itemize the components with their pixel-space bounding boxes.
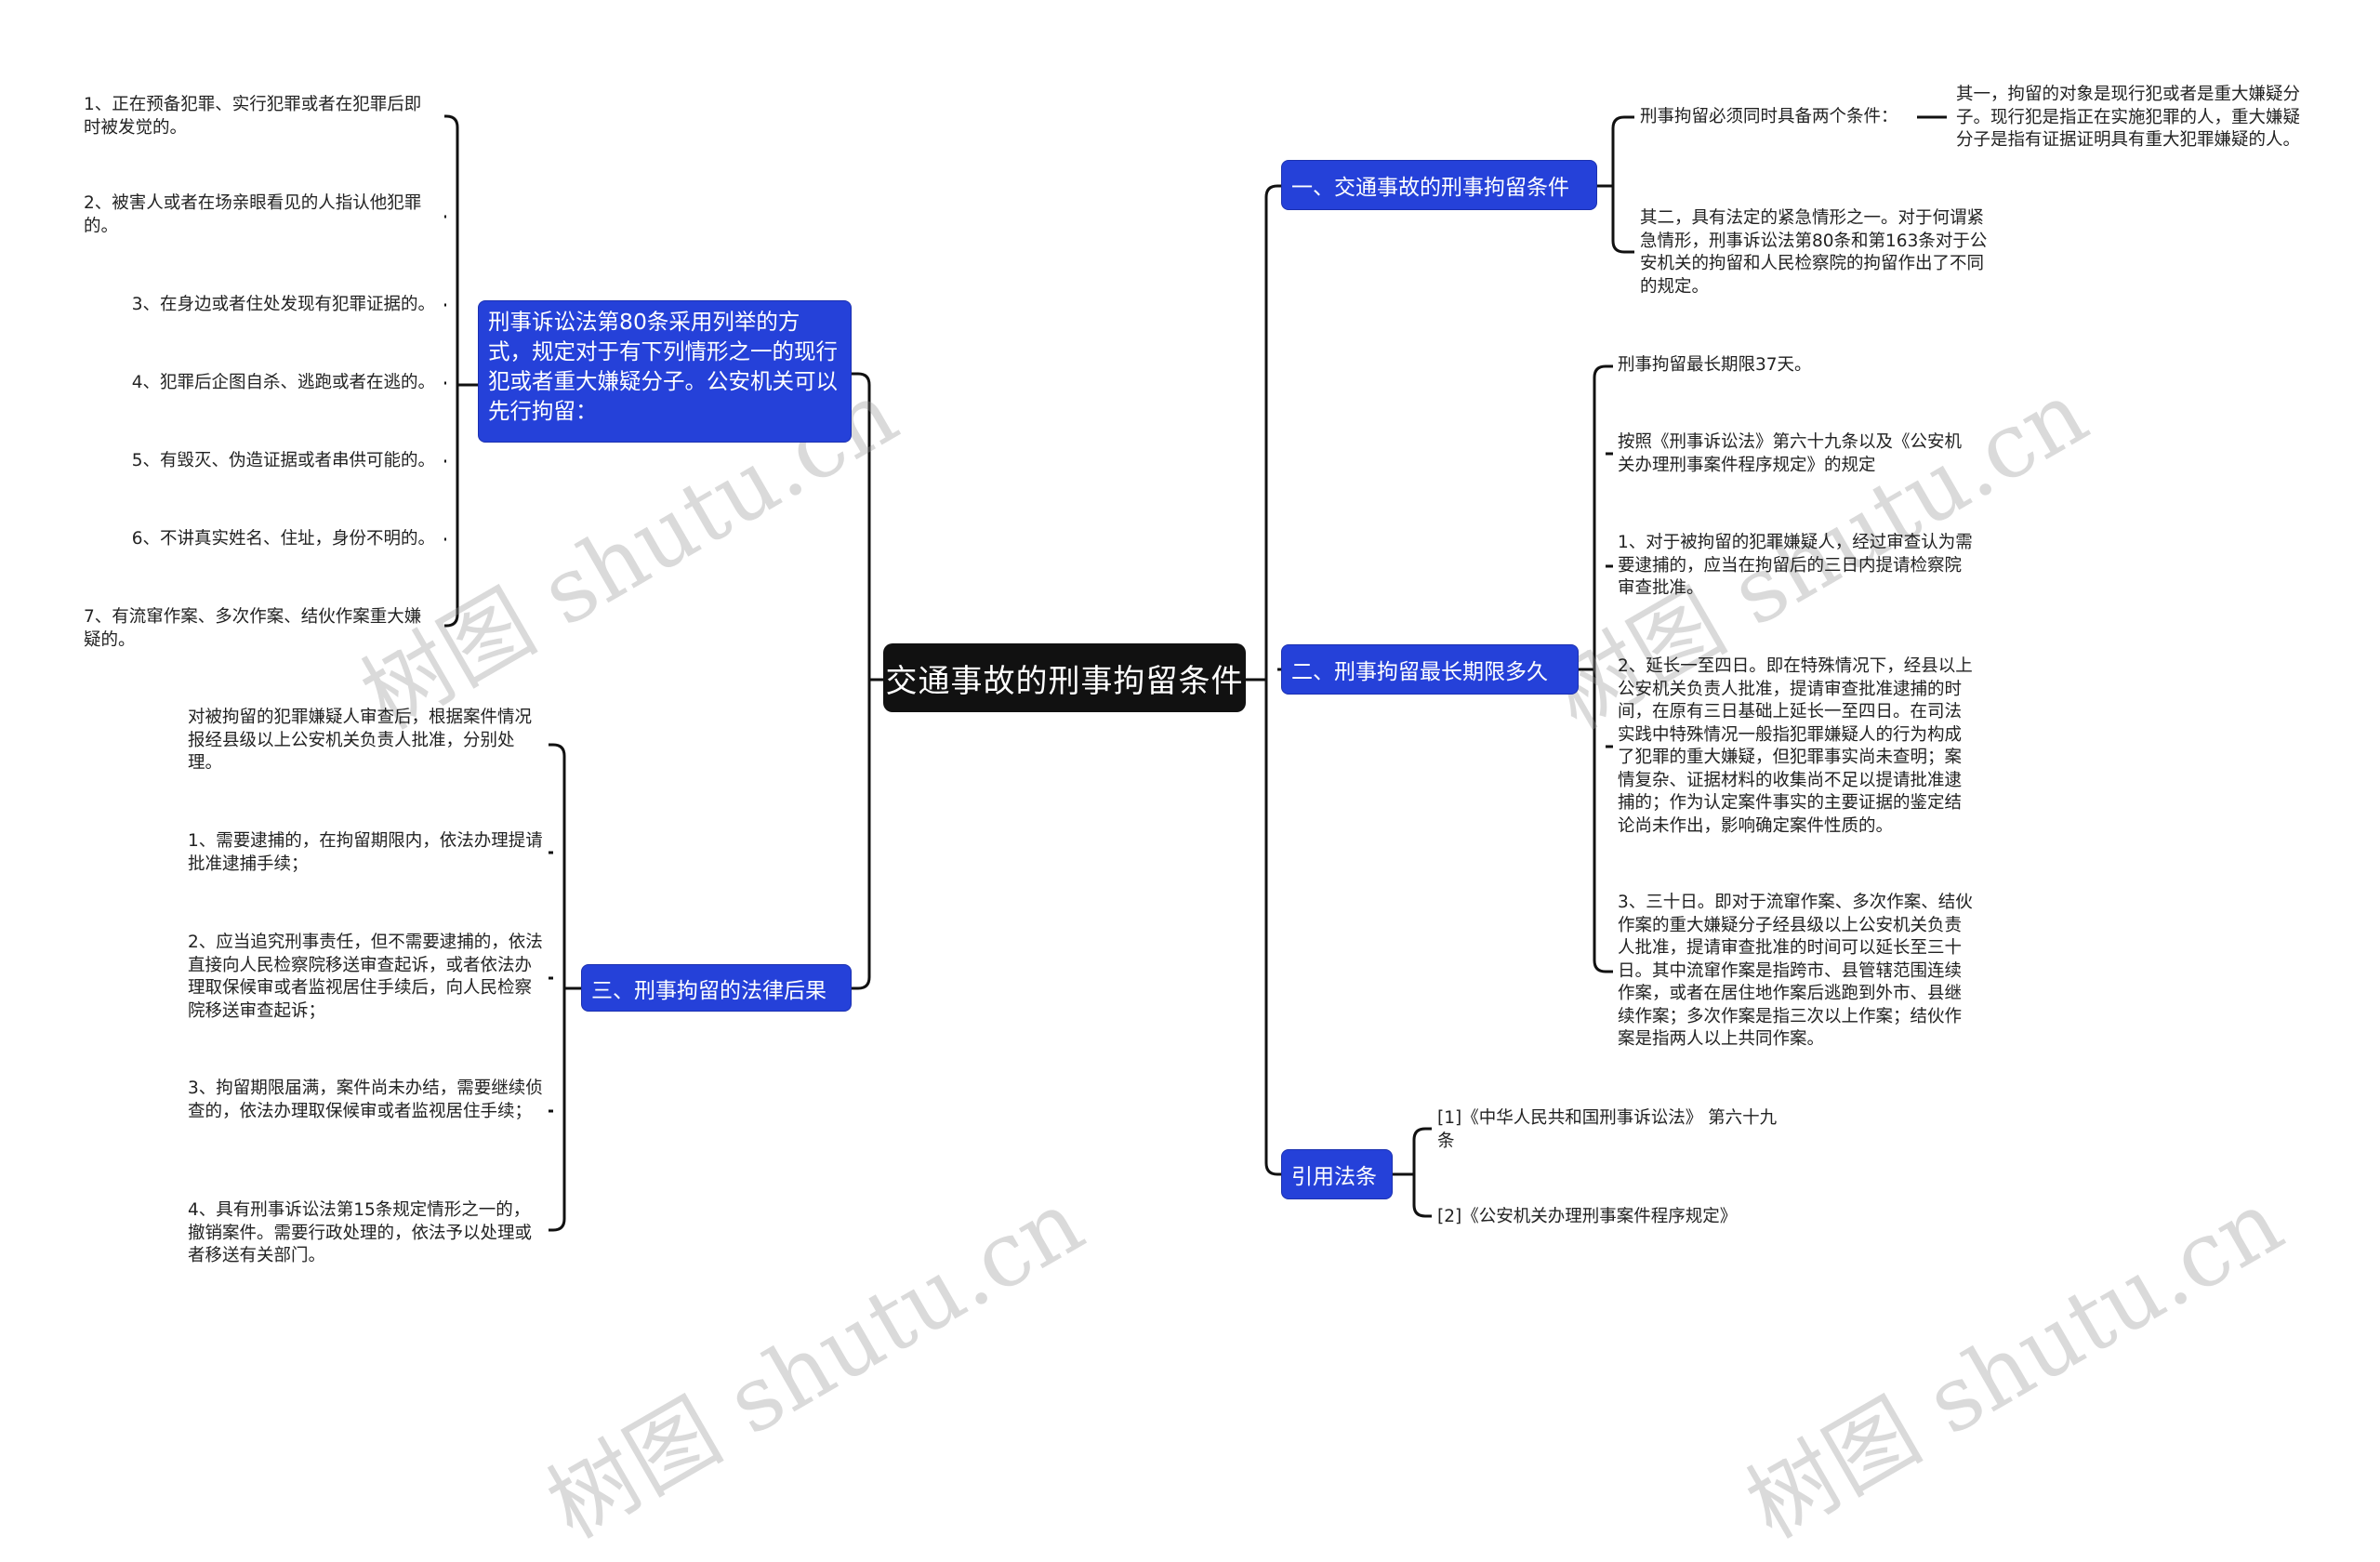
central-topic[interactable]: 交通事故的刑事拘留条件	[883, 643, 1246, 712]
connector-citations-spine	[1412, 1127, 1426, 1218]
connector-right-main-spine	[1264, 184, 1278, 1176]
leaf-article80-3[interactable]: 3、在身边或者住处发现有犯罪证据的。	[131, 295, 435, 314]
leaf-duration-4[interactable]: 3、三十日。即对于流窜作案、多次作案、结伙作案的重大嫌疑分子经县级以上公安机关负…	[1618, 893, 1973, 1049]
connector-conditions-spine	[1611, 115, 1625, 254]
connector-duration-spine	[1593, 364, 1606, 973]
leaf-consequences-2[interactable]: 2、应当追究刑事责任，但不需要逮捕的，依法直接向人民检察院移送审查起诉，或者依法…	[188, 933, 543, 1021]
node-citations-label: 引用法条	[1291, 1165, 1377, 1189]
connector-consequences-spine	[552, 743, 566, 1232]
leaf-consequences-3[interactable]: 3、拘留期限届满，案件尚未办结，需要继续侦查的，依法办理取保候审或者监视居住手续…	[188, 1079, 543, 1121]
leaf-conditions-1[interactable]: 刑事拘留必须同时具备两个条件：	[1640, 107, 1898, 126]
node-citations[interactable]: 引用法条	[1281, 1149, 1393, 1199]
leaf-conditions-sub[interactable]: 其一，拘留的对象是现行犯或者是重大嫌疑分子。现行犯是指正在实施犯罪的人，重大嫌疑…	[1956, 85, 2301, 150]
central-topic-label: 交通事故的刑事拘留条件	[885, 662, 1244, 700]
leaf-duration-3[interactable]: 2、延长一至四日。即在特殊情况下，经县以上公安机关负责人批准，提请审查批准逮捕的…	[1618, 656, 1973, 836]
leaf-conditions-2[interactable]: 其二，具有法定的紧急情形之一。对于何谓紧急情形，刑事诉讼法第80条和第163条对…	[1640, 208, 1988, 297]
leaf-article80-4[interactable]: 4、犯罪后企图自杀、逃跑或者在逃的。	[131, 373, 435, 392]
leaf-article80-5[interactable]: 5、有毁灭、伪造证据或者串供可能的。	[131, 451, 435, 470]
node-article80-label: 刑事诉讼法第80条采用列举的方式，规定对于有下列情形之一的现行犯或者重大嫌疑分子…	[488, 309, 838, 424]
leaf-duration-0[interactable]: 刑事拘留最长期限37天。	[1618, 355, 1812, 375]
leaf-citation-2[interactable]: [2]《公安机关办理刑事案件程序规定》	[1437, 1207, 1738, 1226]
leaf-consequences-4[interactable]: 4、具有刑事诉讼法第15条规定情形之一的，撤销案件。需要行政处理的，依法予以处理…	[188, 1200, 533, 1265]
node-article80[interactable]: 刑事诉讼法第80条采用列举的方式，规定对于有下列情形之一的现行犯或者重大嫌疑分子…	[478, 300, 852, 443]
leaf-duration-1[interactable]: 按照《刑事诉讼法》第六十九条以及《公安机关办理刑事案件程序规定》的规定	[1618, 432, 1963, 475]
leaf-consequences-0[interactable]: 对被拘留的犯罪嫌疑人审查后，根据案件情况报经县级以上公安机关负责人批准，分别处理…	[188, 708, 533, 773]
connector-article80-spine	[445, 114, 459, 628]
node-duration-label: 二、刑事拘留最长期限多久	[1291, 660, 1548, 684]
node-consequences-label: 三、刑事拘留的法律后果	[591, 978, 826, 1003]
leaf-consequences-1[interactable]: 1、需要逮捕的，在拘留期限内，依法办理提请批准逮捕手续；	[188, 831, 543, 874]
leaf-duration-2[interactable]: 1、对于被拘留的犯罪嫌疑人，经过审查认为需要逮捕的，应当在拘留后的三日内提请检察…	[1618, 533, 1973, 598]
leaf-article80-1[interactable]: 1、正在预备犯罪、实行犯罪或者在犯罪后即时被发觉的。	[84, 95, 422, 138]
node-duration[interactable]: 二、刑事拘留最长期限多久	[1281, 644, 1579, 695]
connector-left-main-spine	[857, 372, 871, 990]
node-conditions-label: 一、交通事故的刑事拘留条件	[1291, 176, 1569, 200]
leaf-citation-1[interactable]: [1]《中华人民共和国刑事诉讼法》 第六十九条	[1437, 1108, 1778, 1151]
leaf-article80-2[interactable]: 2、被害人或者在场亲眼看见的人指认他犯罪的。	[84, 193, 422, 236]
node-conditions[interactable]: 一、交通事故的刑事拘留条件	[1281, 160, 1597, 210]
leaf-article80-7[interactable]: 7、有流窜作案、多次作案、结伙作案重大嫌疑的。	[84, 607, 422, 650]
node-consequences[interactable]: 三、刑事拘留的法律后果	[581, 964, 852, 1012]
connector-lines	[444, 114, 1947, 1232]
leaf-article80-6[interactable]: 6、不讲真实姓名、住址，身份不明的。	[131, 529, 435, 549]
